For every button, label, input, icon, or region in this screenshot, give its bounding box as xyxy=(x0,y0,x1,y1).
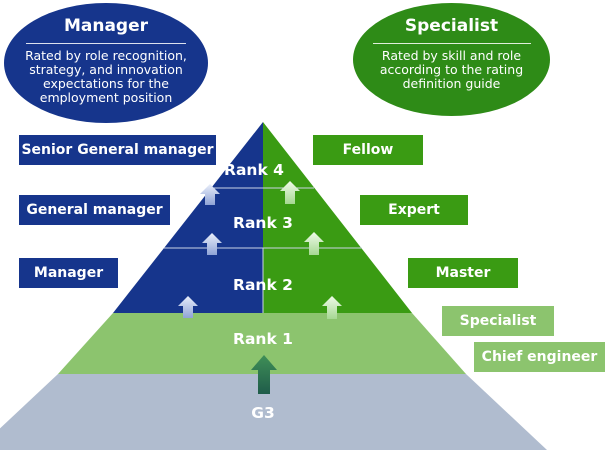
manager-description: Rated by role recognition, strategy, and… xyxy=(25,48,187,105)
g3-label: G3 xyxy=(251,404,275,422)
manager-heading: Manager xyxy=(63,16,149,36)
rank1-band xyxy=(58,313,466,374)
specialist-heading-rule xyxy=(372,43,531,44)
manager-side xyxy=(113,122,263,313)
specialist-box: Specialist xyxy=(442,306,554,336)
rank-2-label: Rank 2 xyxy=(233,276,293,294)
manager-up-arrow xyxy=(178,184,222,318)
rank-4-label: Rank 4 xyxy=(224,161,284,179)
manager-evaluation-oval: Manager Rated by role recognition, strat… xyxy=(4,3,208,123)
specialist-evaluation-oval: Specialist Rated by skill and role accor… xyxy=(353,3,550,116)
manager-heading-rule xyxy=(26,43,186,44)
general-manager-box: General manager xyxy=(19,195,170,225)
master-box: Master xyxy=(408,258,518,288)
specialist-up-arrow xyxy=(280,181,342,319)
expert-box: Expert xyxy=(360,195,468,225)
chief-engineer-box: Chief engineer xyxy=(474,342,605,372)
g3-band xyxy=(0,374,547,450)
manager-box: Manager xyxy=(19,258,118,288)
senior-general-manager-box: Senior General manager xyxy=(19,135,216,165)
rank-1-label: Rank 1 xyxy=(233,330,293,348)
specialist-heading: Specialist xyxy=(404,16,499,36)
specialist-side xyxy=(263,122,412,313)
g3-to-rank1-arrow xyxy=(251,355,277,394)
fellow-box: Fellow xyxy=(313,135,423,165)
specialist-description: Rated by skill and role according to the… xyxy=(379,48,524,91)
rank-3-label: Rank 3 xyxy=(233,214,293,232)
